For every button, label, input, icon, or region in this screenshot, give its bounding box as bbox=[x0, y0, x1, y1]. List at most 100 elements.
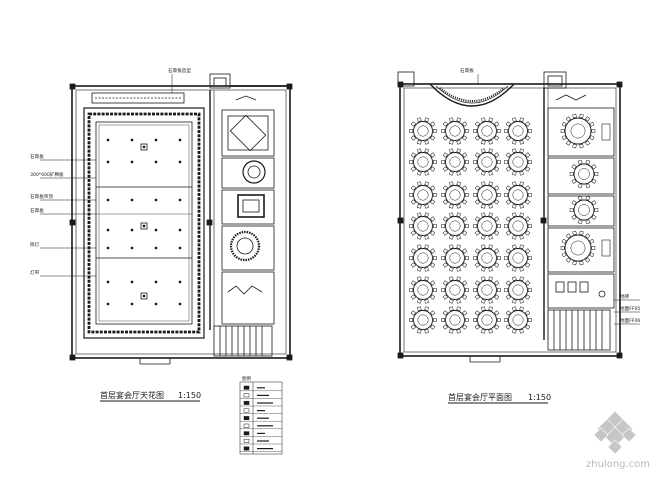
downlight bbox=[178, 246, 182, 250]
ceiling-diffuser bbox=[140, 292, 148, 300]
banquet-table bbox=[504, 244, 532, 272]
banquet-table bbox=[473, 148, 501, 176]
legend-rows bbox=[240, 385, 282, 452]
downlight bbox=[154, 198, 158, 202]
ceiling-note-6: 灯带 bbox=[30, 269, 40, 276]
downlight bbox=[154, 228, 158, 232]
downlight-grid bbox=[106, 138, 182, 306]
furniture-top-note: 石膏板 bbox=[460, 67, 474, 74]
legend-symbol bbox=[243, 393, 250, 398]
banquet-table bbox=[409, 244, 437, 272]
private-room-4 bbox=[547, 227, 615, 273]
downlight bbox=[154, 160, 158, 164]
furniture-plan bbox=[397, 71, 623, 363]
downlight bbox=[130, 302, 134, 306]
downlight bbox=[154, 138, 158, 142]
furniture-leaders bbox=[477, 74, 640, 325]
downlight bbox=[130, 160, 134, 164]
furniture-note-3: 地面FF06 bbox=[620, 317, 640, 324]
banquet-table bbox=[409, 181, 437, 209]
sofa bbox=[601, 239, 611, 257]
banquet-table bbox=[473, 212, 501, 240]
banquet-table bbox=[441, 244, 469, 272]
ceiling-plan-title: 首层宴会厅天花图 bbox=[100, 390, 164, 400]
downlight bbox=[154, 302, 158, 306]
ceiling-diffuser bbox=[140, 222, 148, 230]
furniture-notes: 地砖 地面FF05 地面FF06 石膏板 bbox=[460, 67, 640, 324]
legend-symbol bbox=[243, 408, 250, 413]
chandelier-ring bbox=[229, 230, 261, 262]
downlight bbox=[106, 302, 110, 306]
banquet-table bbox=[441, 276, 469, 304]
banquet-table bbox=[473, 181, 501, 209]
private-room-table bbox=[569, 159, 599, 189]
banquet-table bbox=[409, 117, 437, 145]
banquet-table bbox=[409, 212, 437, 240]
banquet-table bbox=[441, 117, 469, 145]
ceiling-notes: 石膏板 300*600矿棉板 石膏板吊顶 石膏板 筒灯 灯带 石膏板造型 bbox=[30, 67, 191, 276]
legend-symbol bbox=[243, 385, 250, 390]
downlight bbox=[154, 280, 158, 284]
banquet-table bbox=[473, 244, 501, 272]
legend-symbol bbox=[243, 431, 250, 436]
downlight bbox=[178, 138, 182, 142]
downlight bbox=[106, 138, 110, 142]
watermark-text: zhulong.com bbox=[586, 459, 650, 470]
downlight bbox=[106, 228, 110, 232]
ceiling-room-3 bbox=[221, 189, 275, 225]
downlight bbox=[130, 246, 134, 250]
furniture-plan-scale: 1:150 bbox=[528, 393, 551, 402]
banquet-table bbox=[473, 306, 501, 334]
downlight bbox=[154, 246, 158, 250]
ceiling-diffuser bbox=[140, 143, 148, 151]
round-ceiling-feature bbox=[242, 160, 266, 184]
private-room-1 bbox=[547, 107, 615, 157]
ceiling-plan-inner-wall bbox=[75, 89, 287, 355]
legend-symbol bbox=[243, 446, 250, 451]
ceiling-plan bbox=[69, 73, 293, 365]
private-room-tables bbox=[560, 113, 611, 266]
banquet-table bbox=[441, 306, 469, 334]
ceiling-room-5 bbox=[221, 271, 275, 325]
downlight bbox=[178, 160, 182, 164]
downlight bbox=[130, 228, 134, 232]
downlight bbox=[106, 280, 110, 284]
banquet-table bbox=[409, 148, 437, 176]
ceiling-main-frame bbox=[83, 107, 205, 339]
private-room-table bbox=[560, 113, 596, 149]
ceiling-header-strip bbox=[91, 92, 185, 104]
furniture-plan-title: 首层宴会厅平面图 bbox=[448, 392, 512, 402]
legend-title: 图例 bbox=[242, 375, 251, 382]
ceiling-stair bbox=[213, 325, 273, 357]
downlight bbox=[106, 246, 110, 250]
ceiling-inner-panel bbox=[95, 121, 193, 325]
banquet-table bbox=[504, 306, 532, 334]
furniture-note-2: 地面FF05 bbox=[620, 305, 640, 312]
legend-table bbox=[239, 381, 283, 455]
furniture-plan-stair bbox=[547, 309, 611, 351]
ceiling-note-5: 筒灯 bbox=[30, 241, 40, 248]
banquet-table bbox=[473, 117, 501, 145]
downlight bbox=[130, 138, 134, 142]
banquet-table bbox=[441, 181, 469, 209]
banquet-table-grid bbox=[409, 117, 532, 334]
downlight bbox=[178, 302, 182, 306]
restroom bbox=[547, 273, 615, 309]
downlight bbox=[130, 198, 134, 202]
ceiling-note-2: 300*600矿棉板 bbox=[30, 171, 64, 178]
downlight bbox=[106, 198, 110, 202]
ceiling-plan-scale: 1:150 bbox=[178, 391, 201, 400]
furniture-note-1: 地砖 bbox=[620, 293, 630, 300]
ceiling-room-4 bbox=[221, 225, 275, 271]
ceiling-leaders bbox=[40, 74, 173, 277]
banquet-table bbox=[504, 212, 532, 240]
legend-symbol bbox=[243, 400, 250, 405]
ceiling-top-note: 石膏板造型 bbox=[168, 67, 191, 74]
downlight bbox=[178, 280, 182, 284]
downlight bbox=[130, 280, 134, 284]
banquet-table bbox=[504, 276, 532, 304]
downlight bbox=[106, 160, 110, 164]
legend-symbol bbox=[243, 438, 250, 443]
